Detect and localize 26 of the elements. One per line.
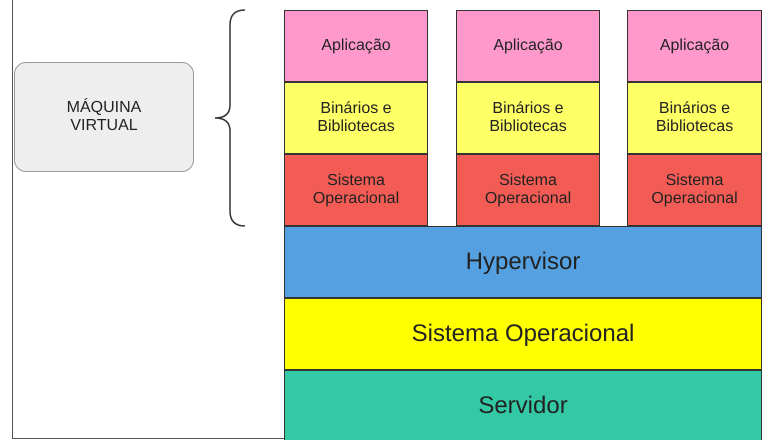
layer-label: Sistema Operacional (650, 172, 739, 208)
guest-os-layer (284, 154, 428, 226)
layer-label: Hypervisor (466, 248, 580, 276)
layer-label: Servidor (478, 392, 568, 420)
layer-label: Binários e Bibliotecas (488, 100, 568, 136)
libraries-layer (284, 82, 428, 154)
layer-label: Binários e Bibliotecas (654, 100, 734, 136)
guest-os-layer (627, 154, 762, 226)
layer-label: Sistema Operacional (412, 320, 634, 348)
application-layer (284, 10, 428, 82)
layer-label: Sistema Operacional (312, 172, 400, 208)
host-os-layer (284, 298, 762, 370)
hypervisor-layer (284, 226, 762, 298)
application-layer (456, 10, 600, 82)
layer-label: Aplicação (660, 37, 730, 55)
vm-label-box (14, 62, 194, 172)
layer-label: MÁQUINA VIRTUAL (66, 99, 142, 135)
server-layer (284, 370, 762, 440)
libraries-layer (456, 82, 600, 154)
layer-label: Sistema Operacional (484, 172, 572, 208)
layer-label: Binários e Bibliotecas (316, 100, 396, 136)
layer-label: Aplicação (321, 37, 391, 55)
application-layer (627, 10, 762, 82)
libraries-layer (627, 82, 762, 154)
layer-label: Aplicação (493, 37, 563, 55)
guest-os-layer (456, 154, 600, 226)
